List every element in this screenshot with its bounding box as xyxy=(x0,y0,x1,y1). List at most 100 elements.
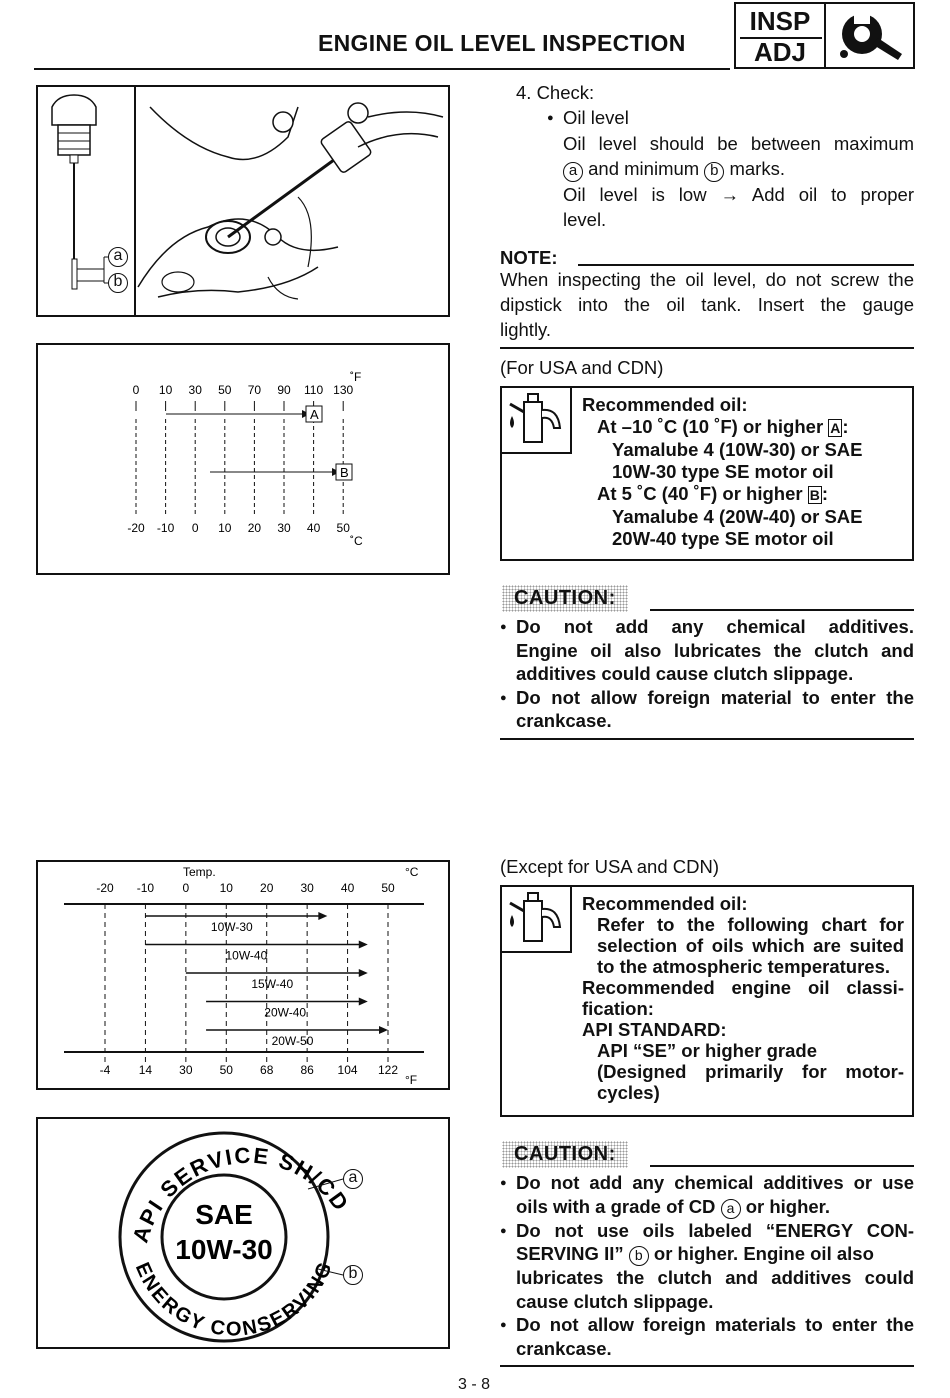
note-line1: When inspecting the oil level, do not sc… xyxy=(500,269,914,290)
c-tick-label: 10 xyxy=(218,521,232,535)
caution2-item2-line4: cause clutch slippage. xyxy=(516,1290,714,1312)
api-service-symbol: API SERVICE SH/CD ENERGY CONSERVING II S… xyxy=(34,1102,352,1343)
c-tick-label: 10 xyxy=(220,881,234,895)
c-tick-label: 30 xyxy=(277,521,291,535)
usa-line5: At 5 ˚C (40 ˚F) or higher B: xyxy=(597,483,828,504)
caution2-item2-line3: lubricates the clutch and additives coul… xyxy=(516,1267,914,1288)
series-label: 20W-50 xyxy=(272,1034,314,1048)
c-tick-label: -20 xyxy=(96,881,114,895)
header-rule xyxy=(34,68,730,70)
except-heading: (Except for USA and CDN) xyxy=(500,856,719,877)
c-tick-label: 20 xyxy=(260,881,274,895)
usa-line1: Recommended oil: xyxy=(582,394,748,415)
note-line2: dipstick into the oil tank. Insert the g… xyxy=(500,294,914,315)
except-line8: API “SE” or higher grade xyxy=(597,1040,817,1061)
f-tick-label: 30 xyxy=(189,383,203,397)
c-unit-label: ˚C xyxy=(350,534,363,548)
f-tick-label: 14 xyxy=(139,1063,153,1077)
caution2-item2-line1: Do not use oils labeled “ENERGY CON- xyxy=(500,1219,914,1242)
marker-a: a xyxy=(343,1169,363,1189)
series-label: 10W-40 xyxy=(225,949,267,963)
c-tick-label: 50 xyxy=(381,881,395,895)
page-number: 3 - 8 xyxy=(458,1376,491,1393)
usa-line3: Yamalube 4 (10W-30) or SAE xyxy=(612,439,863,460)
marker-b: B xyxy=(340,465,349,480)
caution2-item3-line1: Do not allow foreign materials to enter … xyxy=(500,1313,914,1337)
marker-a: A xyxy=(828,419,843,437)
caution2-item1-line1: Do not add any chemical additives or use xyxy=(500,1171,914,1195)
marker-b: B xyxy=(807,486,822,504)
usa-line6: Yamalube 4 (20W-40) or SAE xyxy=(612,506,863,527)
check-line3: Oil level is low → Add oil to proper xyxy=(563,184,914,205)
f-tick-label: -4 xyxy=(100,1063,111,1077)
range-arrow xyxy=(358,940,368,949)
f-tick-label: 110 xyxy=(304,383,323,397)
seal-sae: SAE xyxy=(195,1199,253,1230)
marker-a: a xyxy=(563,162,583,182)
usa-heading: (For USA and CDN) xyxy=(500,357,664,378)
dipstick-illustration xyxy=(51,87,444,315)
c-tick-label: -10 xyxy=(137,881,155,895)
c-tick-label: 0 xyxy=(183,881,190,895)
except-line9: (Designed primarily for motor- xyxy=(597,1061,904,1082)
caution1-item2-line2: crankcase. xyxy=(516,710,612,731)
caution2-item3-line2: crankcase. xyxy=(516,1337,612,1359)
f-tick-label: 10 xyxy=(159,383,173,397)
f-tick-label: 30 xyxy=(179,1063,193,1077)
range-arrow xyxy=(318,912,328,920)
f-unit-label: ˚F xyxy=(350,370,361,384)
c-unit-label: °C xyxy=(405,865,419,879)
marker-a: a xyxy=(108,247,128,267)
except-line5: Recommended engine oil classi- xyxy=(582,977,904,998)
except-line10: cycles) xyxy=(597,1082,660,1103)
range-arrow xyxy=(379,1026,388,1034)
marker-b: b xyxy=(704,162,725,182)
except-line4: to the atmospheric temperatures. xyxy=(597,956,890,977)
chart-title: Temp. xyxy=(183,865,216,879)
series-label: 20W-40 xyxy=(264,1006,306,1020)
caution2-item1-line2: oils with a grade of CD a or higher. xyxy=(516,1195,830,1219)
c-tick-label: 40 xyxy=(307,521,321,535)
f-tick-label: 104 xyxy=(338,1063,358,1077)
recommended-oil-box-except: Recommended oil: Refer to the following … xyxy=(500,885,914,1117)
usa-line7: 20W-40 type SE motor oil xyxy=(612,528,834,549)
f-tick-label: 70 xyxy=(248,383,262,397)
recommended-oil-box-usa: Recommended oil: At –10 ˚C (10 ˚F) or hi… xyxy=(500,386,914,561)
api-seal-figure: API SERVICE SH/CD ENERGY CONSERVING II S… xyxy=(34,1102,450,1349)
c-tick-label: 30 xyxy=(300,881,314,895)
seal-grade: 10W-30 xyxy=(175,1234,272,1265)
f-tick-label: 86 xyxy=(300,1063,314,1077)
c-tick-label: 20 xyxy=(248,521,262,535)
marker-a: a xyxy=(720,1198,741,1219)
usa-line2: At –10 ˚C (10 ˚F) or higher A: xyxy=(597,416,849,437)
f-tick-label: 0 xyxy=(133,383,140,397)
c-tick-label: -10 xyxy=(157,521,175,535)
f-tick-label: 50 xyxy=(220,1063,234,1077)
note-label: NOTE: xyxy=(500,247,558,268)
f-tick-label: 130 xyxy=(333,383,353,397)
page-title: ENGINE OIL LEVEL INSPECTION xyxy=(318,30,686,56)
caution1-item1-line3: additives could cause clutch slippage. xyxy=(516,663,854,684)
badge-insp: INSP xyxy=(749,6,811,36)
except-line1: Recommended oil: xyxy=(582,893,748,914)
marker-b: b xyxy=(628,1246,649,1266)
check-line2: a and minimum b marks. xyxy=(563,156,785,182)
caution-label: CAUTION: xyxy=(502,1141,628,1168)
c-tick-label: 40 xyxy=(341,881,355,895)
marker-b: b xyxy=(108,273,128,293)
check-line1: Oil level should be between maximum xyxy=(563,133,914,154)
c-tick-label: -20 xyxy=(127,521,145,535)
step-check: 4. Check: xyxy=(516,82,595,103)
section-badge: INSP ADJ xyxy=(734,2,915,69)
except-line2: Refer to the following chart for xyxy=(597,914,904,935)
range-arrow xyxy=(358,997,368,1006)
except-line7: API STANDARD: xyxy=(582,1019,727,1040)
dipstick-figure: a b xyxy=(36,85,450,317)
series-label: 15W-40 xyxy=(251,977,293,991)
wrench-icon xyxy=(840,12,902,60)
check-item: Oil level xyxy=(547,105,629,131)
oil-can-icon xyxy=(509,393,562,443)
usa-line4: 10W-30 type SE motor oil xyxy=(612,461,834,482)
marker-a: A xyxy=(310,407,319,422)
